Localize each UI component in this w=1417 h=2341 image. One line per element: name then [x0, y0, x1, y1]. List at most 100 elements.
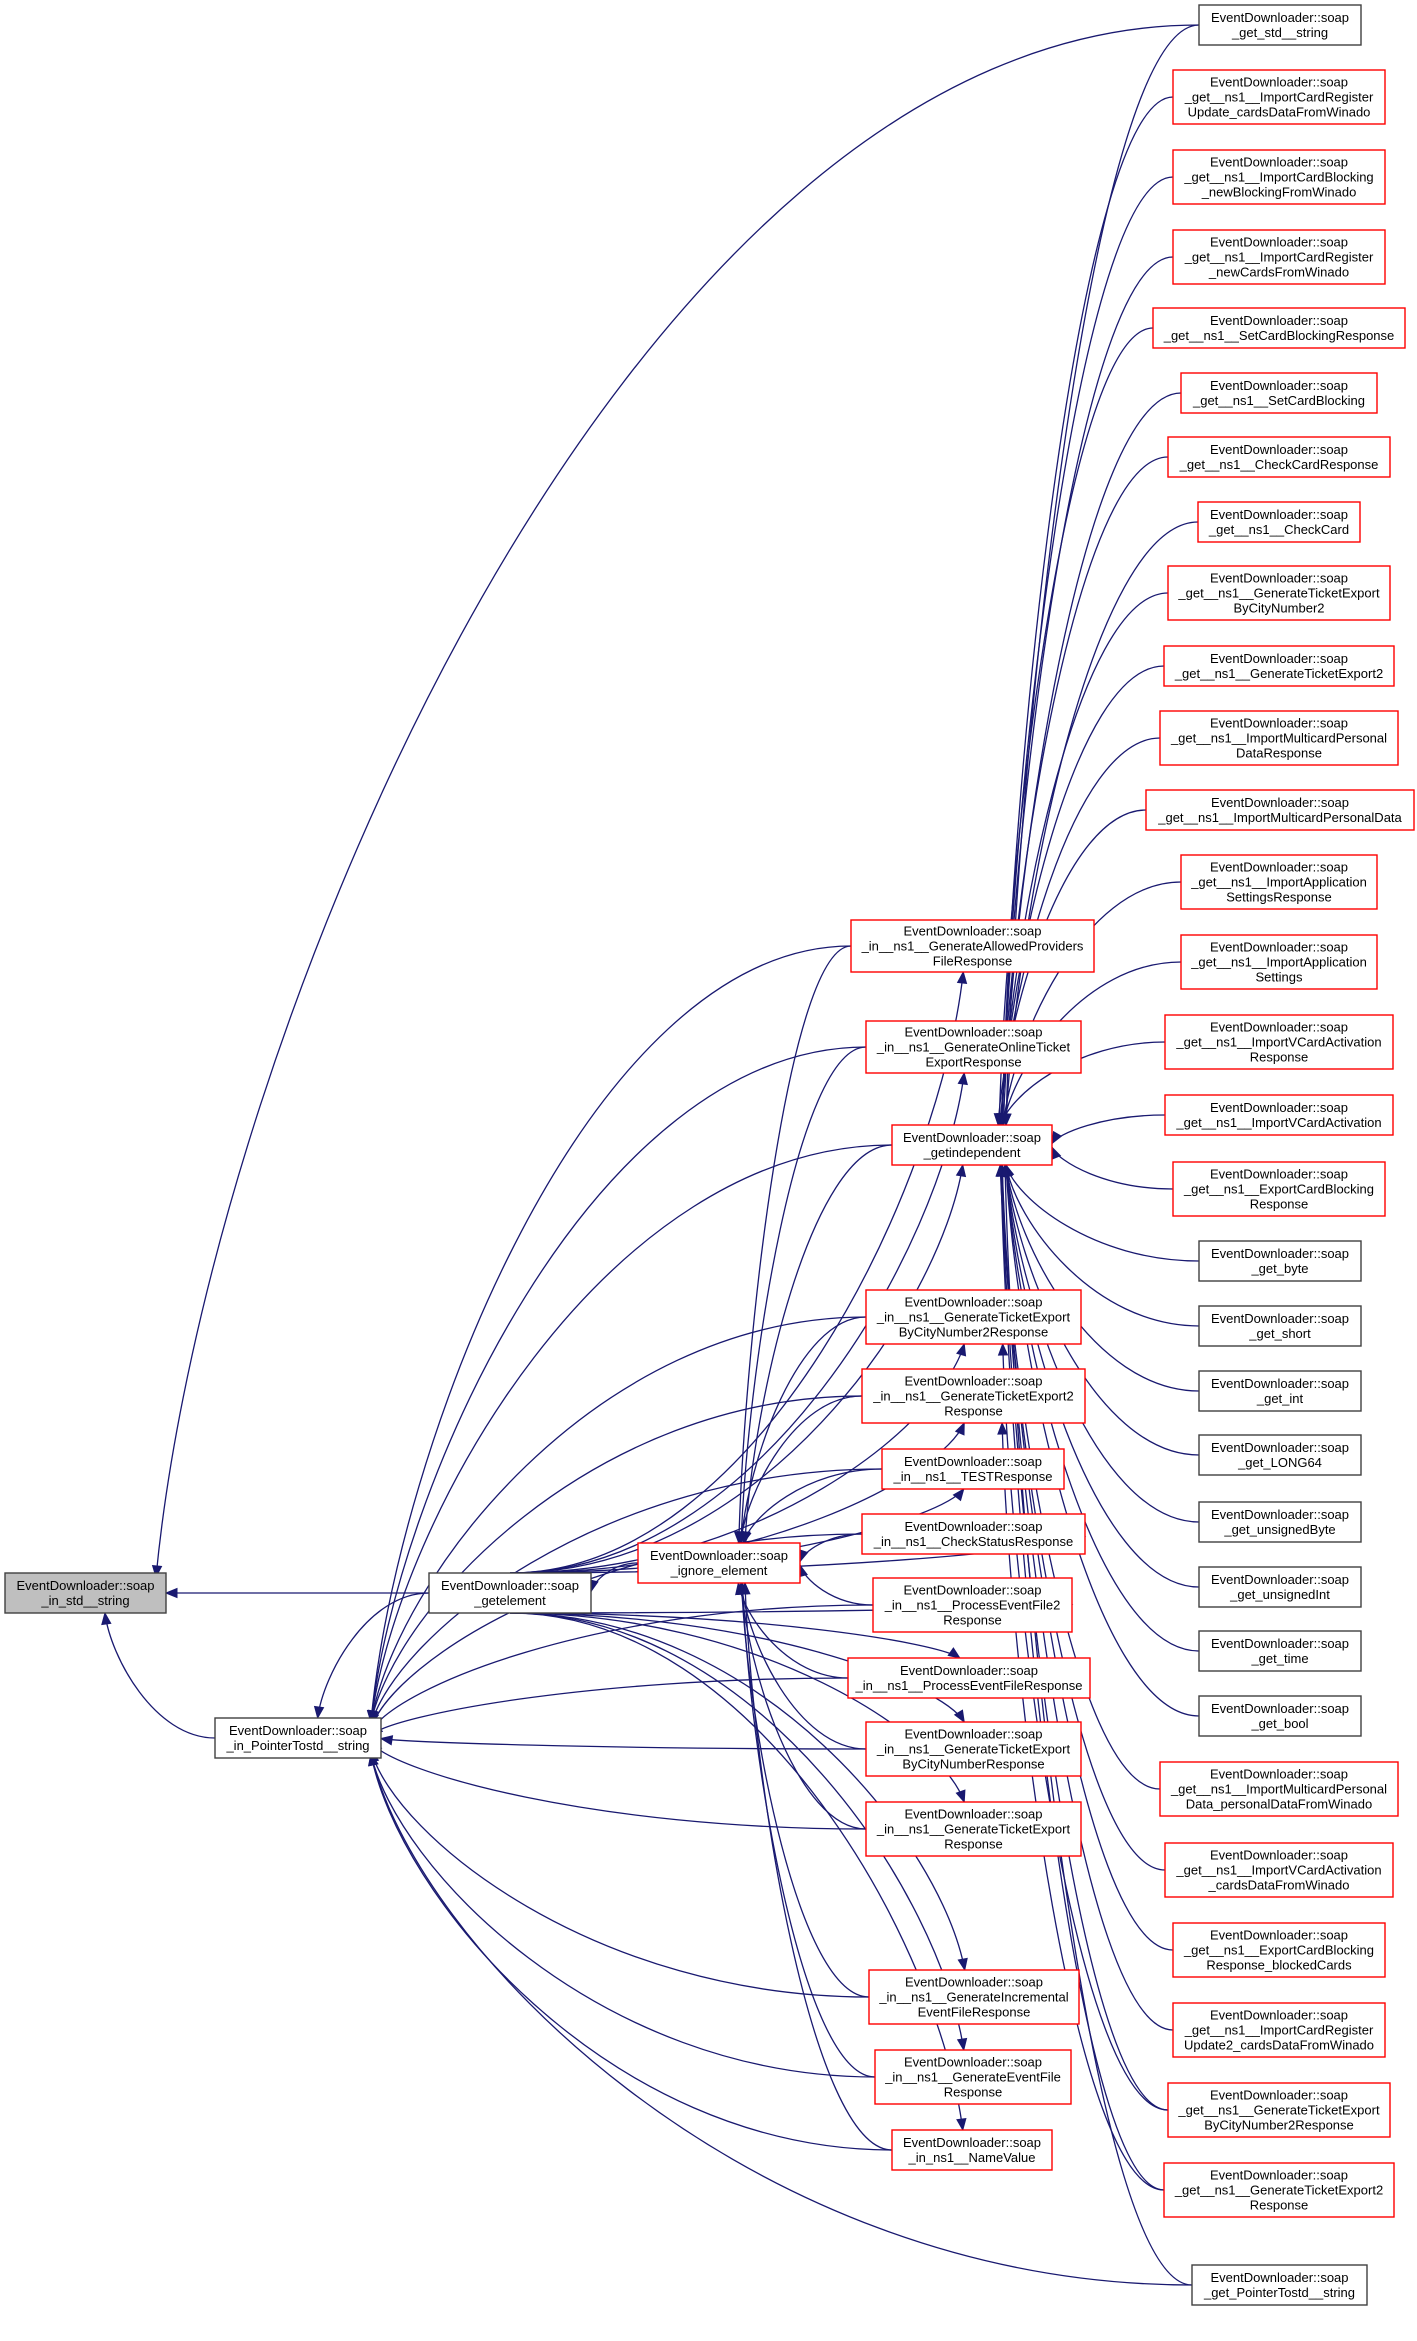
node-get-ubyte[interactable]: EventDownloader::soap_get_unsignedByte [1198, 1501, 1362, 1543]
node-get-vcard[interactable]: EventDownloader::soap_get__ns1__ImportVC… [1164, 1094, 1394, 1136]
node-ignore[interactable]: EventDownloader::soap_ignore_element [637, 1542, 801, 1584]
node-get-setblock-resp[interactable]: EventDownloader::soap_get__ns1__SetCardB… [1152, 307, 1406, 349]
node-label-line: ExportResponse [925, 1055, 1021, 1070]
node-in-process2[interactable]: EventDownloader::soap_in__ns1__ProcessEv… [872, 1577, 1073, 1633]
node-label-line: EventDownloader::soap [441, 1578, 579, 1593]
node-label-line: EventDownloader::soap [1210, 155, 1348, 170]
edge-get_vcard-to-getindep [1051, 1114, 1166, 1144]
node-label-line: ByCityNumber2Response [899, 1325, 1049, 1340]
node-in-namevalue[interactable]: EventDownloader::soap_in_ns1__NameValue [891, 2129, 1053, 2171]
node-in-eventfile[interactable]: EventDownloader::soap_in__ns1__GenerateE… [874, 2049, 1072, 2105]
node-label-line: _in__ns1__ProcessEventFileResponse [855, 1678, 1083, 1693]
node-in-bycity[interactable]: EventDownloader::soap_in__ns1__GenerateT… [865, 1721, 1082, 1777]
node-get-int[interactable]: EventDownloader::soap_get_int [1198, 1370, 1362, 1412]
node-get-exportblock-cards[interactable]: EventDownloader::soap_get__ns1__ExportCa… [1172, 1922, 1386, 1978]
node-label-line: _in__ns1__GenerateTicketExport [876, 1742, 1071, 1757]
node-label-line: EventDownloader::soap [1210, 1167, 1348, 1182]
node-label-line: _in_PointerTostd__string [225, 1738, 369, 1753]
node-get-appsettings[interactable]: EventDownloader::soap_get__ns1__ImportAp… [1180, 934, 1378, 990]
node-box [1198, 1434, 1362, 1476]
node-get-long64[interactable]: EventDownloader::soap_get_LONG64 [1198, 1434, 1362, 1476]
node-label-line: EventDownloader::soap [1210, 571, 1348, 586]
node-get-icr-update2[interactable]: EventDownloader::soap_get__ns1__ImportCa… [1172, 2002, 1386, 2058]
node-in-ptr[interactable]: EventDownloader::soap_in_PointerTostd__s… [214, 1717, 382, 1759]
node-getindep[interactable]: EventDownloader::soap_getindependent [891, 1124, 1053, 1166]
edge-get_short-to-getindep [1005, 1164, 1200, 1327]
node-box [865, 1289, 1082, 1345]
node-box [1167, 2082, 1391, 2138]
node-in-process[interactable]: EventDownloader::soap_in__ns1__ProcessEv… [847, 1657, 1091, 1699]
node-label-line: EventDownloader::soap [1210, 1848, 1348, 1863]
node-get-exportblock-resp[interactable]: EventDownloader::soap_get__ns1__ExportCa… [1172, 1161, 1386, 1217]
node-label-line: _get_unsignedInt [1229, 1587, 1330, 1602]
node-label-line: EventDownloader::soap [904, 1025, 1042, 1040]
edge-getelement-to-in_ptr [317, 1592, 430, 1719]
node-in-allowed[interactable]: EventDownloader::soap_in__ns1__GenerateA… [850, 919, 1095, 973]
node-get-export2-resp[interactable]: EventDownloader::soap_get__ns1__Generate… [1163, 2162, 1395, 2218]
edge-get_long64-to-getindep [1005, 1164, 1200, 1456]
edges-layer [101, 24, 1200, 2286]
node-get-icr-new[interactable]: EventDownloader::soap_get__ns1__ImportCa… [1172, 229, 1386, 285]
node-box [1164, 1014, 1394, 1070]
node-label-line: _get_byte [1250, 1261, 1308, 1276]
node-get-uint[interactable]: EventDownloader::soap_get_unsignedInt [1198, 1566, 1362, 1608]
arrowhead-icon [740, 1581, 751, 1595]
node-label-line: _get__ns1__ImportCardRegister [1184, 250, 1374, 265]
node-label-line: _get__ns1__ExportCardBlocking [1183, 1943, 1374, 1958]
node-box [1172, 229, 1386, 285]
edge-in_eventfile-to-in_ptr [370, 1753, 876, 2078]
node-getelement[interactable]: EventDownloader::soap_getelement [428, 1572, 592, 1614]
node-label-line: _get_short [1248, 1326, 1311, 1341]
node-get-export2[interactable]: EventDownloader::soap_get__ns1__Generate… [1163, 645, 1395, 687]
node-label-line: EventDownloader::soap [1210, 2168, 1348, 2183]
node-box [1198, 1240, 1362, 1282]
node-box [865, 1020, 1082, 1074]
node-get-vcard-cards[interactable]: EventDownloader::soap_get__ns1__ImportVC… [1164, 1842, 1394, 1898]
node-get-icr-update[interactable]: EventDownloader::soap_get__ns1__ImportCa… [1172, 69, 1386, 125]
node-box [1164, 1842, 1394, 1898]
node-get-setblock[interactable]: EventDownloader::soap_get__ns1__SetCardB… [1180, 372, 1378, 414]
node-label-line: _get__ns1__ImportApplication [1190, 955, 1367, 970]
node-get-impmulti[interactable]: EventDownloader::soap_get__ns1__ImportMu… [1145, 789, 1415, 831]
node-get-appsettings-resp[interactable]: EventDownloader::soap_get__ns1__ImportAp… [1180, 854, 1378, 910]
node-get-std-string[interactable]: EventDownloader::soap_get_std__string [1198, 4, 1362, 46]
edge-get_byte-to-getindep [1005, 1164, 1200, 1262]
node-label-line: _get__ns1__ImportVCardActivation [1175, 1863, 1381, 1878]
node-in-test[interactable]: EventDownloader::soap_in__ns1__TESTRespo… [881, 1448, 1065, 1490]
node-in-incremental[interactable]: EventDownloader::soap_in__ns1__GenerateI… [868, 1969, 1080, 2025]
node-in-export2[interactable]: EventDownloader::soap_in__ns1__GenerateT… [861, 1368, 1086, 1424]
node-get-ptr-string[interactable]: EventDownloader::soap_get_PointerTostd__… [1191, 2264, 1368, 2306]
node-label-line: _in__ns1__ProcessEventFile2 [884, 1598, 1061, 1613]
node-get-byte[interactable]: EventDownloader::soap_get_byte [1198, 1240, 1362, 1282]
node-get-short[interactable]: EventDownloader::soap_get_short [1198, 1305, 1362, 1347]
node-get-bycity2-resp[interactable]: EventDownloader::soap_get__ns1__Generate… [1167, 2082, 1391, 2138]
node-label-line: _get__ns1__ImportApplication [1190, 875, 1367, 890]
edge-get_ptr_string-to-in_ptr [370, 1753, 1193, 2286]
node-get-checkcard[interactable]: EventDownloader::soap_get__ns1__CheckCar… [1197, 501, 1361, 543]
edge-get_bool-to-getindep [1005, 1164, 1200, 1717]
edge-getelement-to-in_namevalue [509, 1612, 964, 2131]
node-get-icb-new[interactable]: EventDownloader::soap_get__ns1__ImportCa… [1172, 149, 1386, 205]
node-get-vcard-resp[interactable]: EventDownloader::soap_get__ns1__ImportVC… [1164, 1014, 1394, 1070]
node-get-bool[interactable]: EventDownloader::soap_get_bool [1198, 1695, 1362, 1737]
edge-in_incremental-to-ignore [740, 1582, 870, 1998]
node-get-time[interactable]: EventDownloader::soap_get_time [1198, 1630, 1362, 1672]
node-get-impmulti-pd[interactable]: EventDownloader::soap_get__ns1__ImportMu… [1159, 1761, 1399, 1817]
node-get-checkcard-resp[interactable]: EventDownloader::soap_get__ns1__CheckCar… [1167, 436, 1391, 478]
node-label-line: _get__ns1__GenerateTicketExport2 [1174, 2183, 1383, 2198]
node-in-checkstatus[interactable]: EventDownloader::soap_in__ns1__CheckStat… [861, 1513, 1086, 1555]
node-label-line: EventDownloader::soap [904, 2055, 1042, 2070]
node-label-line: EventFileResponse [918, 2005, 1031, 2020]
node-in-bycity2[interactable]: EventDownloader::soap_in__ns1__GenerateT… [865, 1289, 1082, 1345]
node-get-bycity2[interactable]: EventDownloader::soap_get__ns1__Generate… [1167, 565, 1391, 621]
node-label-line: _in__ns1__GenerateTicketExport [876, 1822, 1071, 1837]
edge-getindep-to-in_ptr [370, 1144, 893, 1723]
node-get-impmulti-resp[interactable]: EventDownloader::soap_get__ns1__ImportMu… [1159, 710, 1399, 766]
node-label-line: _get_time [1250, 1651, 1308, 1666]
node-label-line: EventDownloader::soap [904, 1519, 1042, 1534]
node-in-export[interactable]: EventDownloader::soap_in__ns1__GenerateT… [865, 1801, 1082, 1857]
node-in-online[interactable]: EventDownloader::soap_in__ns1__GenerateO… [865, 1020, 1082, 1074]
edge-getelement-to-in_test [509, 1488, 965, 1574]
node-label-line: _in__ns1__TESTResponse [893, 1469, 1053, 1484]
